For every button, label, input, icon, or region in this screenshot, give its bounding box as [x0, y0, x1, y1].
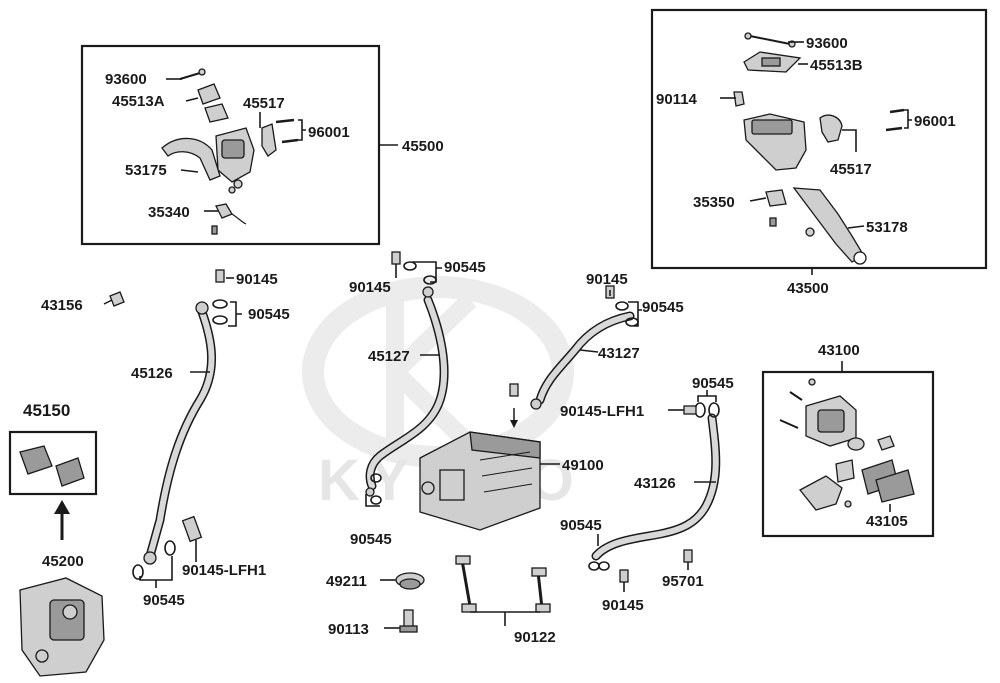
part-43156 [103, 291, 125, 307]
label-90545-right-top[interactable]: 90545 [642, 299, 684, 316]
bolt-90113 [399, 609, 418, 633]
label-43100[interactable]: 43100 [818, 342, 860, 359]
label-90545-top-center[interactable]: 90545 [444, 259, 486, 276]
label-43156[interactable]: 43156 [41, 297, 83, 314]
label-90145-right-top[interactable]: 90145 [586, 271, 628, 288]
rear-master-cylinder-parts [733, 32, 905, 265]
label-43126[interactable]: 43126 [634, 475, 676, 492]
label-45517-front[interactable]: 45517 [243, 95, 285, 112]
bolts-90145-lfh1-left [132, 515, 203, 588]
label-90145-left[interactable]: 90145 [236, 271, 278, 288]
label-45200[interactable]: 45200 [42, 553, 84, 570]
label-53178[interactable]: 53178 [866, 219, 908, 236]
hose-45126 [143, 301, 216, 565]
label-53175[interactable]: 53175 [125, 162, 167, 179]
label-43500[interactable]: 43500 [787, 280, 829, 297]
bolts-90145-left [212, 269, 242, 327]
label-90545-center[interactable]: 90545 [350, 531, 392, 548]
label-90122[interactable]: 90122 [514, 629, 556, 646]
hose-43126 [588, 402, 721, 583]
label-90114[interactable]: 90114 [656, 91, 698, 108]
label-45500[interactable]: 45500 [402, 138, 444, 155]
label-35340[interactable]: 35340 [148, 204, 190, 221]
label-90145-lower-right[interactable]: 90145 [602, 597, 644, 614]
label-93600-front[interactable]: 93600 [105, 71, 147, 88]
label-95701[interactable]: 95701 [662, 573, 704, 590]
label-45513B[interactable]: 45513B [810, 57, 863, 74]
label-45513A[interactable]: 45513A [112, 93, 165, 110]
label-49100[interactable]: 49100 [562, 457, 604, 474]
bolts-90122 [455, 555, 551, 613]
rear-caliper-box [761, 370, 935, 538]
label-96001-front[interactable]: 96001 [308, 124, 350, 141]
hose-43127 [509, 285, 639, 410]
label-93600-rear[interactable]: 93600 [806, 35, 848, 52]
label-90545-left[interactable]: 90545 [248, 306, 290, 323]
front-pads-box [8, 430, 98, 496]
label-90113[interactable]: 90113 [328, 621, 369, 638]
label-45517-rear[interactable]: 45517 [830, 161, 872, 178]
label-43105[interactable]: 43105 [866, 513, 908, 530]
label-96001-rear[interactable]: 96001 [914, 113, 956, 130]
abs-unit-49100 [419, 408, 541, 531]
label-90545-bottom-left[interactable]: 90545 [143, 592, 185, 609]
label-90545-lower-right[interactable]: 90545 [560, 517, 602, 534]
front-caliper-45200 [19, 577, 105, 677]
hose-45127 [365, 251, 449, 505]
label-45126[interactable]: 45126 [131, 365, 173, 382]
label-43127[interactable]: 43127 [598, 345, 640, 362]
label-49211[interactable]: 49211 [326, 573, 367, 590]
label-45127[interactable]: 45127 [368, 348, 410, 365]
label-35350[interactable]: 35350 [693, 194, 735, 211]
brake-pads-45150 [19, 445, 85, 487]
label-90545-right[interactable]: 90545 [692, 375, 734, 392]
rear-master-cylinder-box [650, 8, 988, 270]
rear-caliper-parts [779, 378, 915, 511]
label-45150[interactable]: 45150 [23, 401, 70, 420]
grommet-49211 [395, 572, 425, 590]
front-master-cylinder-parts [161, 68, 299, 235]
label-90145-top-center[interactable]: 90145 [349, 279, 391, 296]
label-90145-lfh1-left[interactable]: 90145-LFH1 [182, 562, 266, 579]
label-90145-lfh1-right[interactable]: 90145-LFH1 [560, 403, 644, 420]
